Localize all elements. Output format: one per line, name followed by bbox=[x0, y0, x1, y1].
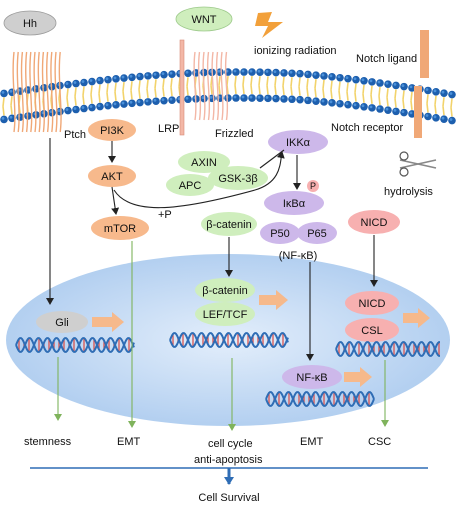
lef-tcf-label: LEF/TCF bbox=[203, 309, 248, 321]
p65-label: P65 bbox=[307, 228, 327, 240]
notch-receptor-label: Notch receptor bbox=[331, 122, 403, 134]
nicd-label: NICD bbox=[361, 217, 388, 229]
scissors-icon bbox=[399, 151, 437, 177]
nfkb-dna-icon bbox=[265, 391, 375, 407]
nuclear-nicd-label: NICD bbox=[359, 298, 386, 310]
anti-apoptosis-label: anti-apoptosis bbox=[194, 454, 263, 466]
csl-node bbox=[345, 318, 399, 342]
nuclear-nicd-node bbox=[345, 291, 399, 315]
p50-node bbox=[260, 222, 300, 244]
nuclear-nfkb-node bbox=[282, 365, 342, 389]
notch-ligand-label: Notch ligand bbox=[356, 53, 417, 65]
notch-receptor-bar bbox=[414, 86, 422, 138]
nicd-node bbox=[348, 210, 400, 234]
catenin-transcription-arrow bbox=[259, 290, 288, 310]
gsk3b-label: GSK-3β bbox=[218, 173, 257, 185]
ikka-node bbox=[268, 130, 328, 154]
axin-node bbox=[178, 151, 230, 173]
nuclear-nfkb-label: NF-κB bbox=[296, 372, 327, 384]
p65-node bbox=[297, 222, 337, 244]
wnt-label: WNT bbox=[191, 14, 216, 26]
mtor-label: mTOR bbox=[104, 223, 136, 235]
gsk3b-inhibit-line bbox=[259, 149, 285, 169]
phospho-label: P bbox=[310, 181, 316, 191]
hh-label: Hh bbox=[23, 18, 37, 30]
nuclear-beta-catenin-label: β-catenin bbox=[202, 285, 247, 297]
emt-label-2: EMT bbox=[300, 436, 324, 448]
nfkb-complex-label: (NF-κB) bbox=[279, 250, 318, 262]
pi3k-node bbox=[88, 119, 136, 141]
plus-p-label: +P bbox=[158, 209, 172, 221]
nfkb-transcription-arrow bbox=[344, 367, 372, 387]
frizzled-label: Frizzled bbox=[215, 128, 254, 140]
catenin-dna-icon bbox=[169, 332, 289, 348]
p50-label: P50 bbox=[270, 228, 290, 240]
beta-catenin-node bbox=[201, 212, 257, 236]
phospho-badge bbox=[307, 180, 319, 192]
csc-label: CSC bbox=[368, 436, 391, 448]
ikba-label: IκBα bbox=[283, 198, 306, 210]
lrp-receptor bbox=[179, 39, 185, 136]
lrp-label: LRP bbox=[158, 123, 179, 135]
pi3k-label: PI3K bbox=[100, 125, 125, 137]
akt-label: AKT bbox=[101, 171, 123, 183]
ikka-label: IKKα bbox=[286, 137, 311, 149]
akt-node bbox=[88, 165, 136, 187]
apc-node bbox=[166, 174, 214, 196]
ptch-label: Ptch bbox=[64, 129, 86, 141]
nuclear-beta-catenin-node bbox=[195, 278, 255, 302]
notch-dna-icon bbox=[335, 341, 440, 357]
lightning-icon bbox=[255, 12, 283, 38]
mtor-node bbox=[91, 216, 149, 240]
akt-mtor-arrow bbox=[111, 186, 120, 215]
radiation-label: ionizing radiation bbox=[254, 45, 337, 57]
axin-label: AXIN bbox=[191, 157, 217, 169]
gsk3b-node bbox=[208, 166, 268, 190]
akt-ikka-arrow bbox=[113, 151, 285, 209]
frizzled-receptor bbox=[193, 51, 229, 121]
hh-ligand bbox=[3, 10, 57, 36]
ptch-receptor bbox=[12, 51, 62, 133]
cell-survival-label: Cell Survival bbox=[198, 492, 259, 504]
beta-catenin-label: β-catenin bbox=[206, 219, 251, 231]
wnt-ligand bbox=[175, 6, 233, 32]
notch-transcription-arrow bbox=[403, 308, 430, 328]
emt-label-1: EMT bbox=[117, 436, 141, 448]
hydrolysis-label: hydrolysis bbox=[384, 186, 433, 198]
notch-ligand-bar bbox=[420, 30, 429, 78]
cell-cycle-label: cell cycle bbox=[208, 438, 253, 450]
stemness-label: stemness bbox=[24, 436, 72, 448]
gli-dna-icon bbox=[15, 337, 135, 353]
gli-label: Gli bbox=[55, 317, 68, 329]
gli-transcription-arrow bbox=[92, 312, 124, 332]
csl-label: CSL bbox=[361, 325, 382, 337]
lef-tcf-node bbox=[195, 302, 255, 326]
apc-label: APC bbox=[179, 180, 202, 192]
cell-membrane bbox=[0, 68, 456, 125]
gli-node bbox=[36, 311, 88, 333]
ikba-node bbox=[264, 191, 324, 215]
